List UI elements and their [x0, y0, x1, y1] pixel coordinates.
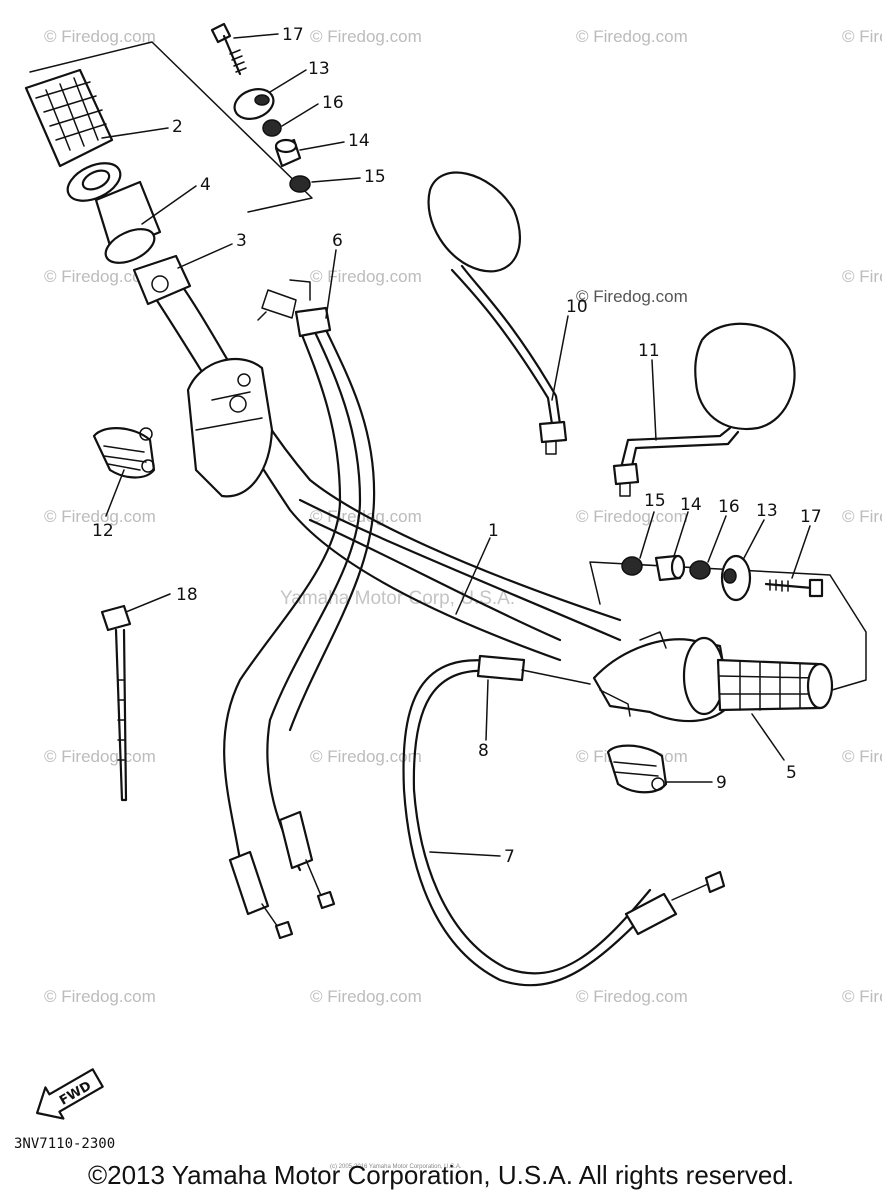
left-switch-housing	[186, 357, 274, 498]
bar-end-weight-top	[233, 88, 275, 120]
callout-6: 6	[332, 231, 343, 251]
bolt-17-top	[210, 22, 247, 76]
left-grip	[24, 68, 122, 202]
watermark: © Firedog.com	[310, 27, 422, 46]
cable-adjuster	[476, 654, 591, 685]
callout-1: 1	[488, 521, 499, 541]
watermark: © Firedog.com	[44, 267, 156, 286]
part-code: 3NV7110-2300	[14, 1136, 115, 1152]
watermark: © Firedog.com	[576, 507, 688, 526]
mirror-left	[427, 171, 568, 455]
watermark: © Firedog.com	[44, 987, 156, 1006]
collar-14-top	[274, 138, 302, 168]
handlebar	[148, 278, 622, 662]
watermark: © Firedog.com	[842, 27, 882, 46]
lever-holder-left	[92, 427, 156, 479]
rubber-16-right	[689, 560, 711, 580]
callout-11: 11	[638, 341, 660, 361]
callout-17a: 17	[282, 25, 304, 45]
callout-8: 8	[478, 741, 489, 761]
watermark: © Firedog.com	[44, 27, 156, 46]
watermark: © Firedog.com	[44, 747, 156, 766]
callout-13a: 13	[308, 59, 330, 79]
right-grip	[716, 658, 834, 712]
nut-15-right	[621, 556, 643, 576]
watermark: © Firedog.com	[310, 747, 422, 766]
callout-5: 5	[786, 763, 797, 783]
center-watermark: Yamaha Motor Corp, U.S.A.	[280, 588, 515, 609]
callout-7: 7	[504, 847, 515, 867]
watermark: © Firedog.com	[842, 747, 882, 766]
callout-3: 3	[236, 231, 247, 251]
callout-18: 18	[176, 585, 198, 605]
mirror-right	[612, 322, 796, 497]
watermark-layer: © Firedog.com © Firedog.com © Firedog.co…	[44, 27, 882, 1006]
throttle-cables	[223, 279, 376, 940]
watermark: © Firedog.com	[310, 267, 422, 286]
callout-2: 2	[172, 117, 183, 137]
grip-clamp	[132, 254, 192, 306]
callout-4: 4	[200, 175, 211, 195]
collar-14-right	[654, 554, 686, 582]
callout-15a: 15	[364, 167, 386, 187]
bolt-17-right	[764, 578, 824, 598]
fine-print: (c) 2005-2016 Yamaha Motor Corporation, …	[330, 1164, 462, 1170]
watermark: © Firedog.com	[842, 507, 882, 526]
lever-holder-right	[606, 744, 668, 794]
watermark: © Firedog.com	[310, 987, 422, 1006]
callout-12: 12	[92, 521, 114, 541]
right-switch-housing	[592, 631, 732, 723]
bar-end-weight-right	[720, 554, 752, 602]
callout-16b: 16	[718, 497, 740, 517]
leader-lines	[101, 33, 811, 857]
callout-16a: 16	[322, 93, 344, 113]
callout-14a: 14	[348, 131, 370, 151]
callout-9: 9	[716, 773, 727, 793]
callouts: 17 13 16 14 15 2 4 3 6 10 11 12 18 1 8 5…	[92, 25, 822, 867]
watermark: © Firedog.com	[842, 987, 882, 1006]
copyright-notice: ©2013 Yamaha Motor Corporation, U.S.A. A…	[87, 1160, 795, 1190]
callout-10: 10	[566, 297, 588, 317]
callout-13b: 13	[756, 501, 778, 521]
fwd-arrow-icon: FWD	[35, 1068, 104, 1120]
callout-14b: 14	[680, 495, 702, 515]
clutch-cable	[402, 659, 726, 987]
watermark: © Firedog.com	[842, 267, 882, 286]
cable-tie	[100, 604, 132, 802]
rubber-16-top	[262, 119, 282, 137]
watermark: © Firedog.com	[576, 287, 688, 306]
throttle-collar	[94, 180, 162, 264]
group-box-left	[29, 41, 313, 213]
callout-17b: 17	[800, 507, 822, 527]
watermark: © Firedog.com	[576, 27, 688, 46]
watermark: © Firedog.com	[576, 987, 688, 1006]
nut-15-top	[289, 175, 311, 193]
watermark: © Firedog.com	[44, 507, 156, 526]
callout-15b: 15	[644, 491, 666, 511]
